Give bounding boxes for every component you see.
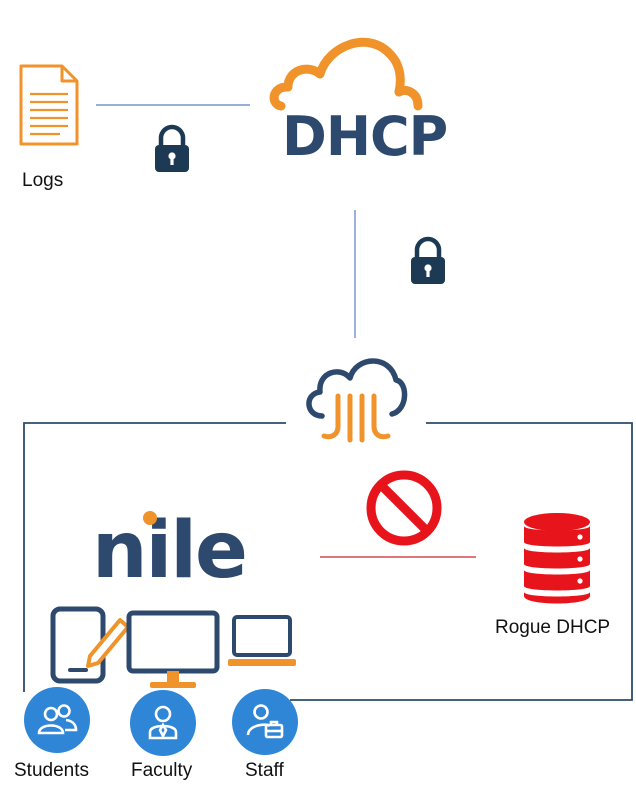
nile-cloud-icon [306,358,408,443]
staff-circle [232,689,298,755]
blocked-connector-line [320,556,476,558]
logs-label: Logs [22,170,64,191]
staff-icon [246,704,284,739]
laptop-icon [228,615,296,666]
faculty-icon [148,705,178,740]
rogue-dhcp-label: Rogue DHCP [495,617,611,638]
dhcp-label: DHCP [282,105,448,168]
nile-logo-dot [143,511,157,525]
blocked-icon [366,470,442,546]
staff-label: Staff [245,760,284,781]
database-icon [524,513,590,604]
lock-icon [155,124,189,172]
faculty-label: Faculty [131,760,193,781]
students-label: Students [14,760,89,781]
nile-logo: nile [92,506,248,596]
faculty-circle [130,690,196,756]
monitor-icon [126,610,220,688]
document-icon [19,64,79,146]
lock-icon [411,236,445,284]
students-icon [37,704,78,735]
dhcp-cloud-icon [269,37,423,111]
dhcp-connector-line [354,210,356,338]
tablet-icon [50,606,130,684]
logs-connector-line [96,104,250,106]
students-circle [24,687,90,753]
